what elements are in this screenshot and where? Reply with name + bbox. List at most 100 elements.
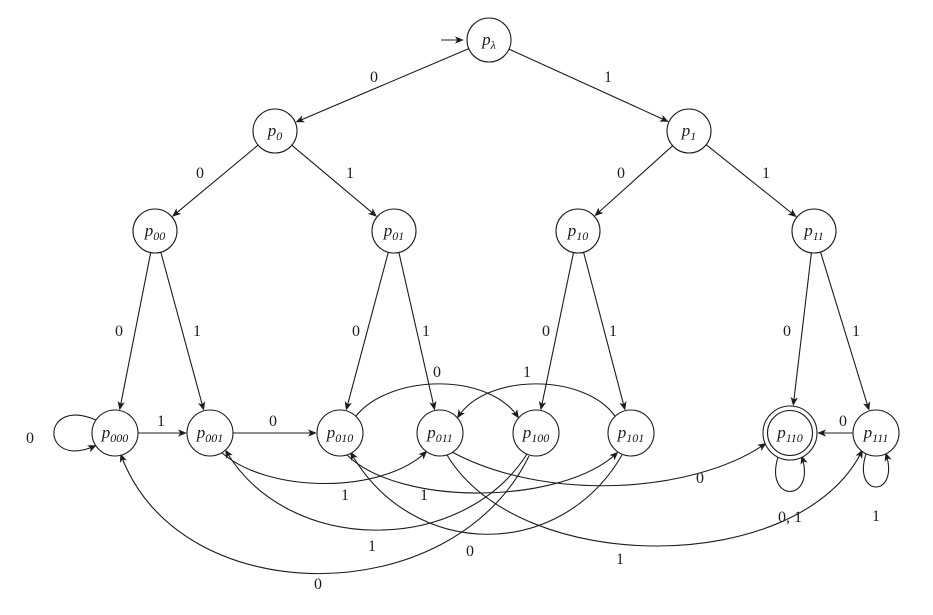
edge-p_001-p_011 (220, 450, 428, 485)
edge-p_11-p_111 (819, 251, 871, 411)
state-p_lambda: pλ (466, 17, 512, 63)
state-p_10-circle (555, 208, 601, 254)
edge-p_01-p_010 (344, 252, 389, 411)
state-label-p_110: p110 (776, 423, 803, 445)
state-p_10: p10 (555, 208, 601, 254)
state-label-p_000: p000 (101, 423, 129, 445)
state-label-p_lambda: pλ (481, 30, 496, 52)
state-p_0-circle (252, 108, 298, 154)
edge-p_011-p_110 (451, 443, 767, 487)
edge-p_100-p_000 (119, 453, 530, 575)
edge-p_00-p_001 (160, 252, 206, 411)
state-p_110-inner-circle (766, 409, 814, 457)
edge-label-p_01-p_011: 1 (422, 323, 430, 340)
edge-label-p_010-p_100: 0 (433, 364, 441, 381)
edge-p_111-p_111-self (863, 452, 892, 488)
state-label-p_11: p11 (803, 221, 824, 243)
edge-p_010-p_100 (355, 383, 519, 419)
state-label-p_111: p111 (863, 423, 889, 445)
edge-label-p_lambda-p_0: 0 (370, 69, 378, 86)
edge-label-p_011-p_111: 1 (616, 551, 624, 568)
edge-label-p_00-p_001: 1 (193, 323, 201, 340)
edge-p_100-p_001 (225, 449, 528, 531)
state-p_00-circle (132, 208, 178, 254)
edge-label-p_100-p_000: 0 (314, 576, 322, 593)
state-label-p_010: p010 (326, 423, 354, 445)
edge-p_101-p_010 (350, 451, 623, 535)
edge-p_101-p_011 (457, 383, 616, 419)
edge-p_10-p_100 (538, 252, 575, 411)
edge-label-p_1-p_10: 0 (617, 165, 625, 182)
state-p_111-circle (852, 409, 900, 457)
edge-p_010-p_101 (346, 451, 619, 494)
edge-p_110-p_110-self (775, 455, 808, 492)
edge-label-p_0-p_01: 1 (346, 165, 354, 182)
edge-label-p_101-p_011: 1 (523, 364, 531, 381)
state-p_01-circle (371, 208, 417, 254)
state-p_0: p0 (252, 108, 298, 154)
state-p_00: p00 (132, 208, 178, 254)
edge-label-p_11-p_111: 1 (852, 323, 860, 340)
state-p_11-circle (791, 208, 837, 254)
state-p_010: p010 (316, 409, 364, 457)
edge-label-p_011-p_110: 0 (696, 470, 704, 487)
edge-label-p_101-p_010: 0 (466, 543, 474, 560)
edge-label-p_110-p_110-self: 0, 1 (778, 509, 802, 526)
state-p_01: p01 (371, 208, 417, 254)
state-label-p_01: p01 (383, 221, 405, 243)
edge-label-p_000-p_001: 1 (157, 413, 165, 430)
edge-p_0-p_00 (172, 144, 259, 217)
edge-label-p_100-p_001: 1 (368, 538, 376, 555)
edge-p_011-p_111 (446, 449, 863, 547)
edge-label-p_0-p_00: 0 (196, 165, 204, 182)
edge-p_1-p_11 (705, 144, 797, 218)
state-p_101: p101 (607, 409, 655, 457)
edge-label-p_01-p_010: 0 (352, 323, 360, 340)
state-label-p_101: p101 (617, 423, 645, 445)
edge-label-p_001-p_010: 0 (269, 413, 277, 430)
edge-label-p_111-p_111-self: 1 (872, 508, 880, 525)
state-p_001: p001 (186, 409, 234, 457)
state-label-p_10: p10 (567, 221, 589, 243)
edge-label-p_000-p_000-self: 0 (26, 430, 34, 447)
edge-p_1-p_10 (594, 145, 674, 217)
edge-p_000-p_000-self (53, 414, 97, 453)
state-p_1-circle (666, 108, 712, 154)
state-p_110: p110 (762, 405, 818, 461)
state-p_100: p100 (512, 409, 560, 457)
state-p_011: p011 (416, 409, 464, 457)
edge-label-p_1-p_11: 1 (762, 165, 770, 182)
edge-p_lambda-p_0 (295, 48, 470, 123)
state-label-p_0: p0 (267, 121, 283, 143)
state-label-p_1: p1 (681, 121, 697, 143)
state-p_001-circle (186, 409, 234, 457)
state-label-p_100: p100 (522, 423, 550, 445)
state-p_111: p111 (852, 409, 900, 457)
state-p_1: p1 (666, 108, 712, 154)
edge-label-p_10-p_101: 1 (609, 323, 617, 340)
state-p_000-circle (91, 409, 139, 457)
edge-label-p_111-p_110: 0 (839, 413, 847, 430)
state-p_lambda-circle (466, 17, 512, 63)
edge-label-p_010-p_101: 1 (420, 487, 428, 504)
edge-label-p_00-p_000: 0 (115, 323, 123, 340)
state-p_000: p000 (91, 409, 139, 457)
edge-label-p_lambda-p_1: 1 (604, 69, 612, 86)
edge-p_0-p_01 (291, 144, 377, 217)
state-p_010-circle (316, 409, 364, 457)
edge-label-p_11-p_110: 0 (783, 323, 791, 340)
state-p_11: p11 (791, 208, 837, 254)
state-label-p_001: p001 (196, 423, 224, 445)
edge-label-p_10-p_100: 0 (542, 323, 550, 340)
edge-p_00-p_000 (117, 252, 152, 411)
state-label-p_011: p011 (426, 423, 453, 445)
edge-p_01-p_011 (398, 252, 437, 411)
edge-p_11-p_110 (790, 252, 812, 406)
state-p_011-circle (416, 409, 464, 457)
edge-p_lambda-p_1 (508, 48, 669, 122)
state-label-p_00: p00 (144, 221, 166, 243)
state-p_101-circle (607, 409, 655, 457)
edge-label-p_001-p_011: 1 (341, 487, 349, 504)
